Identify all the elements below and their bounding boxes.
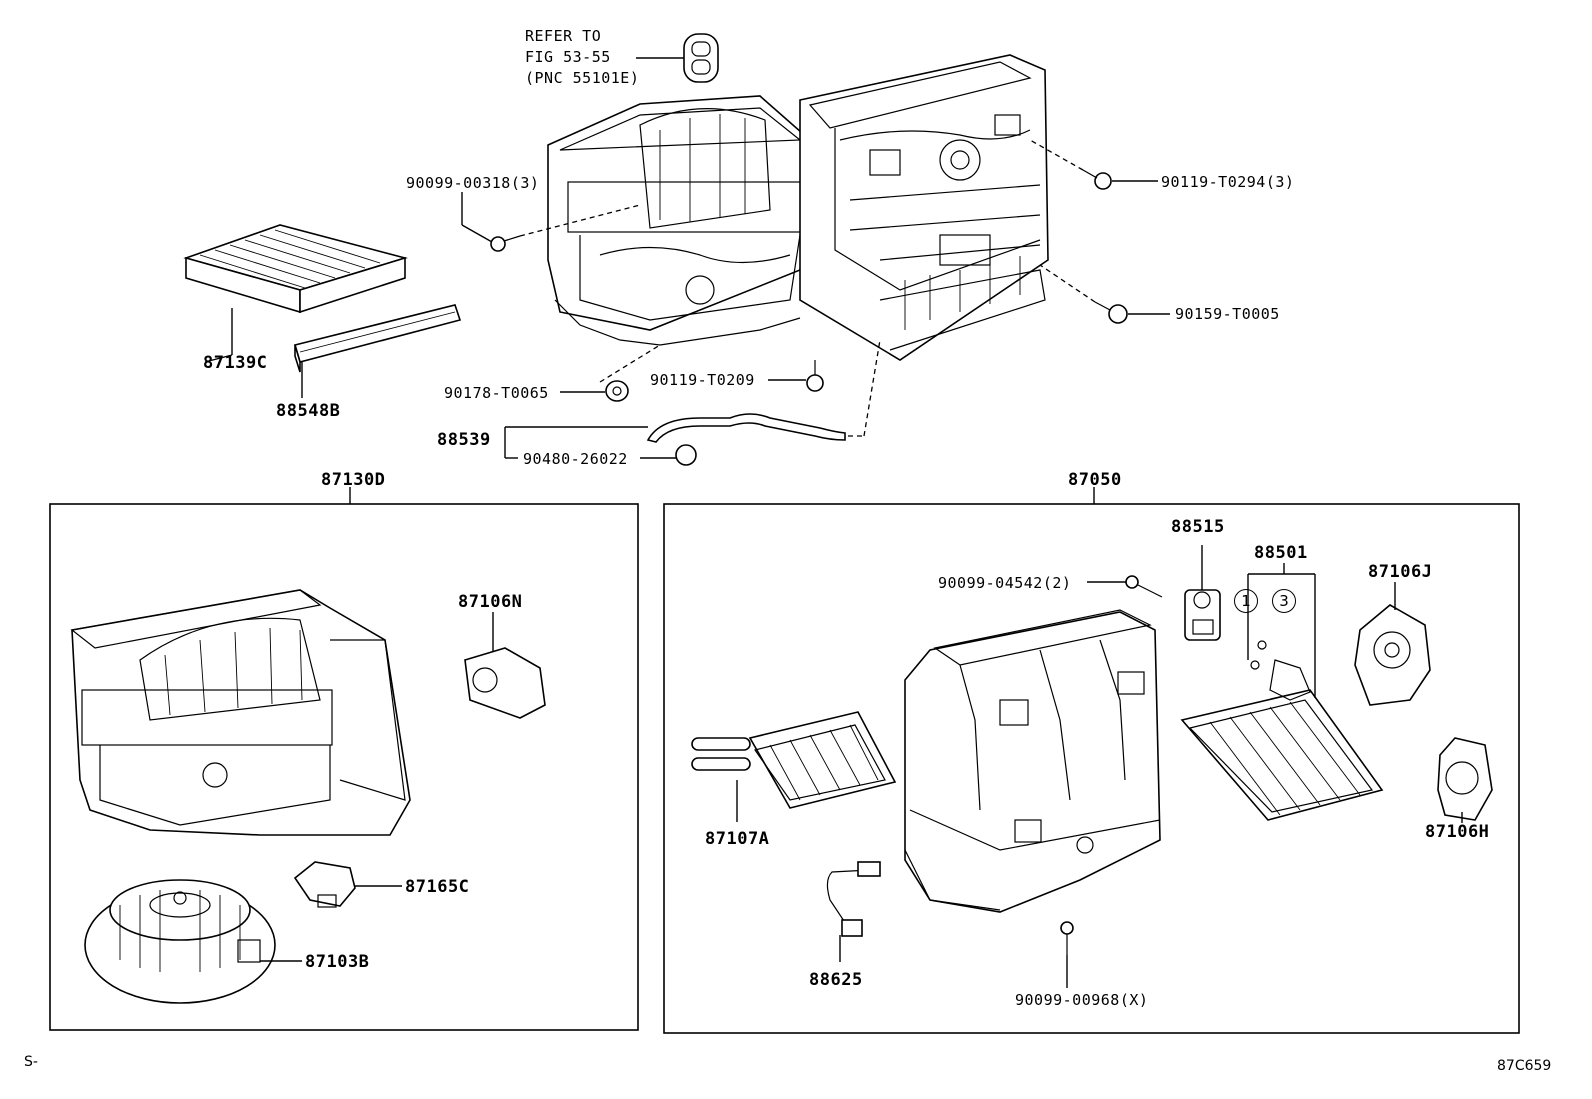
label-87139C: 87139C <box>203 353 268 373</box>
label-87103B: 87103B <box>305 952 370 972</box>
note-line-3: (PNC 55101E) <box>525 69 640 87</box>
resistor-87165C-drawing <box>293 861 402 908</box>
callout-3: 3 <box>1272 589 1296 613</box>
label-87107A: 87107A <box>705 829 770 849</box>
label-88501: 88501 <box>1254 543 1308 563</box>
filter-case-drawing <box>293 304 462 398</box>
screw-90119-T0209-drawing <box>768 360 824 392</box>
screw-90159-T0005-drawing <box>1039 264 1170 324</box>
label-88548B: 88548B <box>276 401 341 421</box>
bolt-90099-04542-drawing <box>1087 575 1163 598</box>
servo-87106H-drawing <box>1437 737 1493 823</box>
heater-core-87107A-drawing <box>691 711 897 822</box>
label-90119-T0294: 90119-T0294(3) <box>1161 173 1295 191</box>
box-87130D <box>49 503 639 1031</box>
refer-to-note: REFER TO FIG 53-55 (PNC 55101E) <box>525 26 639 89</box>
box-87050 <box>663 503 1520 1034</box>
evaporator-88501-drawing <box>1180 563 1384 821</box>
label-88515: 88515 <box>1171 517 1225 537</box>
label-87106H: 87106H <box>1425 822 1490 842</box>
callout-1: 1 <box>1234 589 1258 613</box>
note-line-2: FIG 53-55 <box>525 48 611 66</box>
sensor-88625-drawing <box>826 861 881 962</box>
label-90099-00968: 90099-00968(X) <box>1015 991 1149 1009</box>
heater-case-87050-drawing <box>904 609 1161 913</box>
blower-motor-87103B-drawing <box>84 879 302 1004</box>
servo-87106J-drawing <box>1354 582 1431 706</box>
servo-87106N-drawing <box>464 612 546 719</box>
expansion-valve-88515-drawing <box>1184 545 1221 641</box>
screw-90119-T0294-drawing <box>1029 139 1158 190</box>
label-87106N: 87106N <box>458 592 523 612</box>
nut-90178-T0065-drawing <box>560 344 661 402</box>
air-filter-drawing <box>183 224 408 363</box>
label-87050: 87050 <box>1068 470 1122 490</box>
label-90480-26022: 90480-26022 <box>523 450 628 468</box>
screw-90099-00968-drawing <box>1060 921 1074 988</box>
note-line-1: REFER TO <box>525 27 602 45</box>
label-87165C: 87165C <box>405 877 470 897</box>
label-88625: 88625 <box>809 970 863 990</box>
label-90099-00318: 90099-00318(3) <box>406 174 540 192</box>
footer-left-code: S- <box>24 1054 38 1070</box>
label-87130D: 87130D <box>321 470 386 490</box>
label-90119-T0209: 90119-T0209 <box>650 371 755 389</box>
blower-unit-drawing <box>70 589 411 836</box>
label-90159-T0005: 90159-T0005 <box>1175 305 1280 323</box>
label-90099-04542: 90099-04542(2) <box>938 574 1072 592</box>
screw-90099-00318-drawing <box>461 192 641 252</box>
footer-figure-id: 87C659 <box>1497 1058 1552 1074</box>
label-88539: 88539 <box>437 430 491 450</box>
heater-unit-assembly-drawing <box>547 33 1049 361</box>
drain-hose-drawing <box>504 339 881 466</box>
label-87106J: 87106J <box>1368 562 1433 582</box>
label-90178-T0065: 90178-T0065 <box>444 384 549 402</box>
